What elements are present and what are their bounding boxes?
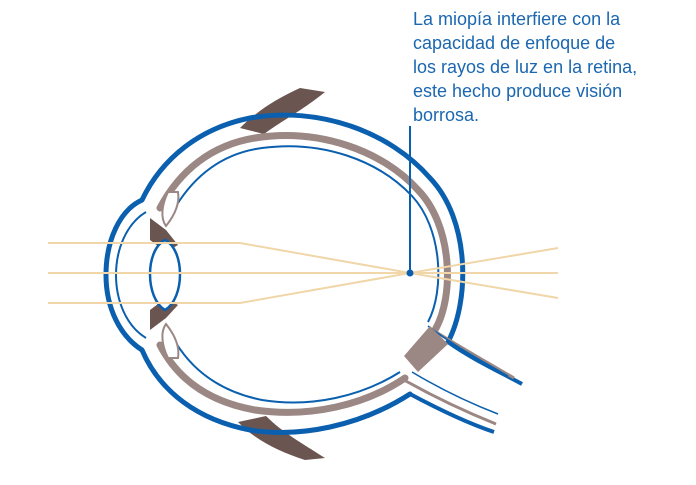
ciliary-body-upper (161, 191, 180, 228)
optic-nerve-sheath-bottom (409, 392, 495, 434)
ciliary-body-lower (161, 322, 180, 359)
optic-nerve-sheath-top (446, 340, 523, 386)
light-ray-upper (48, 242, 559, 275)
caption-line: este hecho produce visión (413, 81, 623, 101)
cornea-inner (114, 211, 147, 339)
caption-line: La miopía interfiere con la (413, 9, 621, 29)
lower-eye-muscle (238, 416, 325, 460)
focal-point-marker (406, 269, 414, 277)
sclera-outer-wall (139, 112, 466, 345)
caption-line: los rayos de luz en la retina, (413, 57, 638, 77)
optic-nerve-gray-1 (435, 330, 515, 380)
retina (175, 145, 440, 323)
retina-lower (175, 342, 401, 404)
optic-nerve-fiber-2 (411, 371, 499, 415)
optic-nerve-fiber-1 (427, 325, 509, 377)
choroid-layer (156, 132, 451, 334)
optic-disc (404, 326, 448, 372)
light-rays (48, 242, 559, 304)
sclera-outer-wall-lower (139, 347, 413, 435)
caption-line: borrosa. (413, 105, 480, 125)
upper-eye-muscle (240, 88, 325, 134)
optic-nerve-gray-2 (403, 378, 497, 426)
caption-line: capacidad de enfoque de (413, 33, 616, 53)
light-ray-lower (48, 271, 559, 304)
annotation-caption: La miopía interfiere con la capacidad de… (413, 7, 688, 127)
choroid-layer-lower (156, 341, 409, 416)
cornea (103, 197, 144, 353)
lens (148, 238, 182, 312)
